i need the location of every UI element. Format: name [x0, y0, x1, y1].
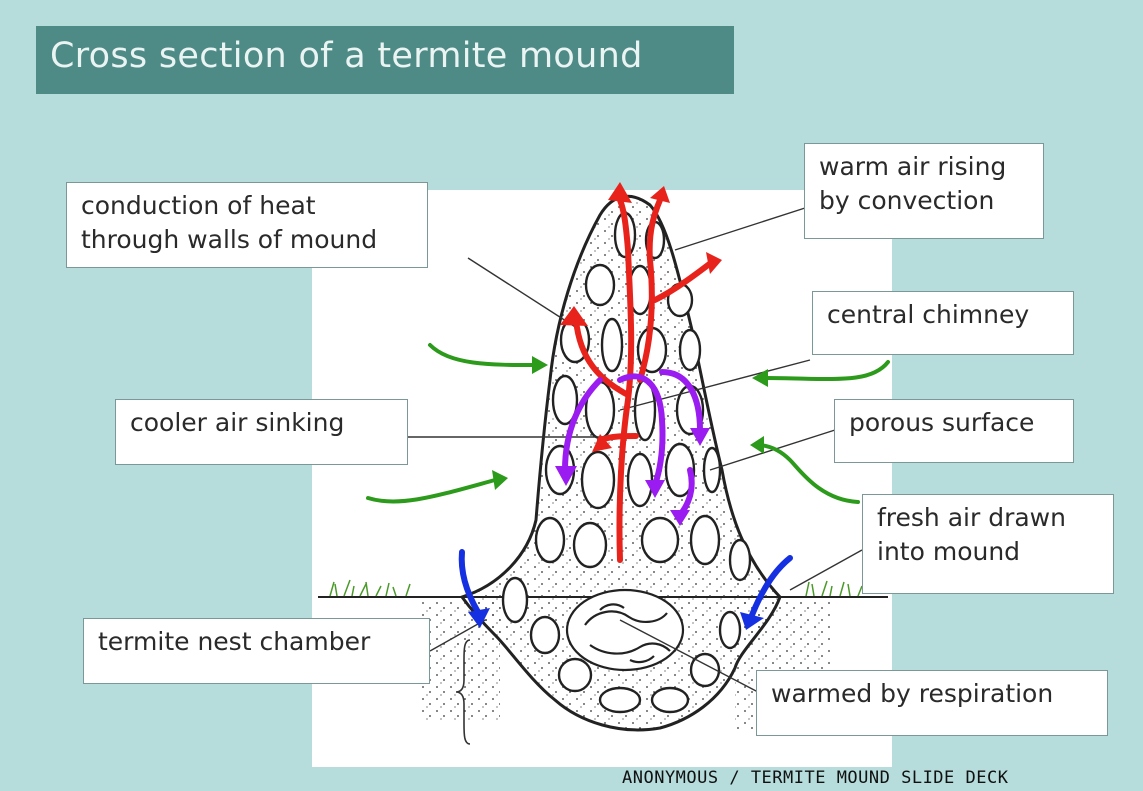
label-warm-air-line-1: warm air rising	[819, 150, 1033, 184]
label-warmed: warmed by respiration	[756, 670, 1108, 736]
label-fresh-air-line-1: fresh air drawn	[877, 501, 1103, 535]
label-fresh-air: fresh air drawn into mound	[862, 494, 1114, 594]
label-warm-air-line-2: by convection	[819, 184, 1033, 218]
credit: ANONYMOUS / TERMITE MOUND SLIDE DECK	[622, 768, 1008, 788]
label-warmed-text: warmed by respiration	[771, 677, 1097, 711]
label-central-chimney: central chimney	[812, 291, 1074, 355]
label-cooler-air-text: cooler air sinking	[130, 406, 397, 440]
label-nest-chamber: termite nest chamber	[83, 618, 430, 684]
label-cooler-air: cooler air sinking	[115, 399, 408, 465]
label-nest-chamber-text: termite nest chamber	[98, 625, 419, 659]
label-conduction-line-1: conduction of heat	[81, 189, 417, 223]
nest-chamber	[567, 590, 683, 670]
label-conduction: conduction of heat through walls of moun…	[66, 182, 428, 268]
label-porous-surface-text: porous surface	[849, 406, 1063, 440]
label-fresh-air-line-2: into mound	[877, 535, 1103, 569]
label-conduction-line-2: through walls of mound	[81, 223, 417, 257]
label-central-chimney-text: central chimney	[827, 298, 1063, 332]
label-warm-air: warm air rising by convection	[804, 143, 1044, 239]
label-porous-surface: porous surface	[834, 399, 1074, 463]
